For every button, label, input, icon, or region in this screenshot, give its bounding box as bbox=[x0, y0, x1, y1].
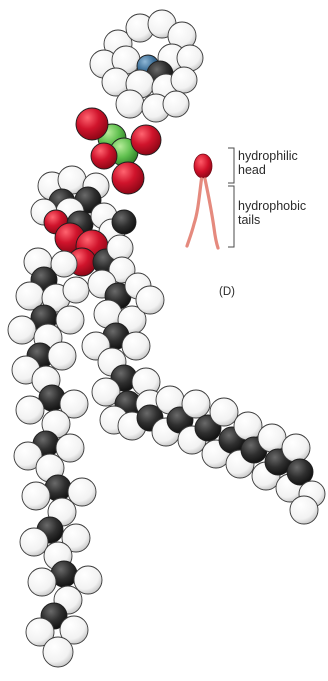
hydrogen-atom bbox=[59, 389, 89, 419]
hydrogen-atom bbox=[289, 495, 319, 525]
space-filling-model bbox=[7, 9, 326, 668]
hydrogen-atom bbox=[7, 315, 37, 345]
hydrophobic-label-line2: tails bbox=[238, 213, 261, 227]
hydrogen-atom bbox=[281, 433, 311, 463]
hydrogen-atom bbox=[55, 433, 85, 463]
hydrogen-atom bbox=[50, 250, 78, 278]
hydrogen-atom bbox=[162, 90, 190, 118]
oxygen-atom bbox=[75, 107, 109, 141]
head-bracket bbox=[228, 147, 235, 184]
legend-tail-icon-left bbox=[185, 177, 204, 248]
hydrogen-atom bbox=[25, 617, 55, 647]
oxygen-atom bbox=[90, 142, 118, 170]
hydrophobic-label-line1: hydrophobic bbox=[238, 199, 307, 213]
hydrogen-atom bbox=[170, 66, 198, 94]
hydrophilic-label-line2: head bbox=[238, 163, 266, 177]
legend-tail-icon-right bbox=[203, 177, 220, 250]
hydrogen-atom bbox=[121, 331, 151, 361]
hydrogen-atom bbox=[181, 389, 211, 419]
hydrogen-atom bbox=[59, 615, 89, 645]
hydrogen-atom bbox=[135, 285, 165, 315]
carbon-atom bbox=[111, 209, 137, 235]
hydrogen-atom bbox=[15, 395, 45, 425]
legend-schematic bbox=[185, 147, 235, 250]
hydrogen-atom bbox=[21, 481, 51, 511]
carbon-atom bbox=[286, 458, 314, 486]
hydrogen-atom bbox=[67, 477, 97, 507]
hydrogen-atom bbox=[19, 527, 49, 557]
hydrogen-atom bbox=[27, 567, 57, 597]
hydrogen-atom bbox=[42, 636, 74, 668]
hydrogen-atom bbox=[62, 276, 90, 304]
hydrogen-atom bbox=[209, 397, 239, 427]
hydrogen-atom bbox=[61, 523, 91, 553]
tail-bracket bbox=[228, 185, 235, 248]
hydrogen-atom bbox=[91, 377, 121, 407]
hydrogen-atom bbox=[73, 565, 103, 595]
panel-label: (D) bbox=[219, 286, 235, 298]
oxygen-atom bbox=[111, 161, 145, 195]
hydrogen-atom bbox=[115, 89, 145, 119]
oxygen-atom bbox=[130, 124, 162, 156]
legend-head-icon bbox=[193, 153, 213, 179]
hydrogen-atom bbox=[47, 341, 77, 371]
hydrophilic-label-line1: hydrophilic bbox=[238, 149, 298, 163]
hydrogen-atom bbox=[55, 305, 85, 335]
